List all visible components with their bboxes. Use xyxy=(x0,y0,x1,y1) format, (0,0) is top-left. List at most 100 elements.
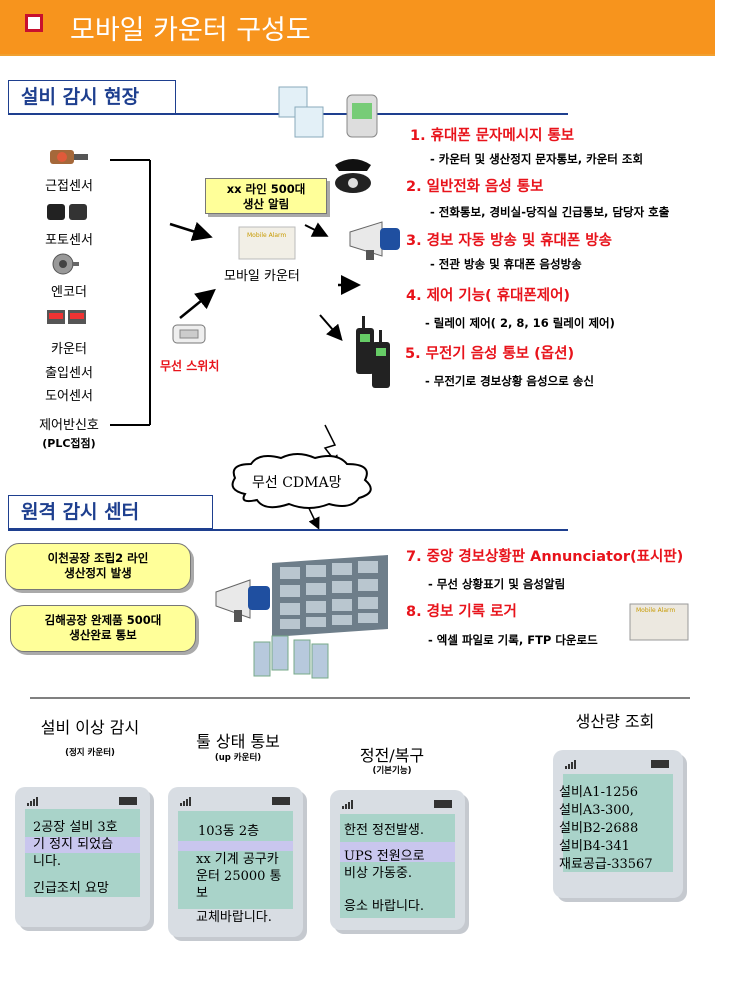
feature-desc: - 전관 방송 및 휴대폰 음성방송 xyxy=(430,257,582,271)
sensor-label: 포토센서 xyxy=(45,233,93,248)
screen-band xyxy=(25,853,140,897)
sensor-label: 카운터 xyxy=(51,342,87,357)
phone-screen: 설비A1-1256 설비A3-300, 설비B2-2688 설비B4-341 재… xyxy=(553,750,683,898)
screen-band xyxy=(340,814,455,842)
section-remote-line xyxy=(8,529,568,531)
logger-device-icon: Mobile Alarm xyxy=(629,603,689,641)
feature-desc: - 전화통보, 경비실-당직실 긴급통보, 담당자 호출 xyxy=(430,205,670,219)
annunciator-board-icon xyxy=(272,555,388,637)
sensor-label: (PLC접점) xyxy=(42,437,96,450)
signal-battery-icon xyxy=(342,800,452,809)
feature-title: 3. 경보 자동 방송 및 휴대폰 방송 xyxy=(406,233,612,249)
phone-caption: 생산량 조회 xyxy=(575,712,655,731)
bubble-line: 생산 알림 xyxy=(242,197,290,211)
svg-text:Mobile Alarm: Mobile Alarm xyxy=(636,607,675,614)
feature-desc: - 릴레이 제어( 2, 8, 16 릴레이 제어) xyxy=(425,316,615,330)
phone-caption-sub: (정지 카운터) xyxy=(65,748,115,758)
sensor-label: 제어반신호 xyxy=(39,418,99,433)
phone-screen: 한전 정전발생. UPS 전원으로 비상 가동중. 응소 바랍니다. xyxy=(330,790,465,930)
photo-sensor-icon xyxy=(47,204,87,220)
sensor-label: 출입센서 xyxy=(45,366,93,381)
phone-message-line: 2공장 설비 3호 xyxy=(33,820,118,835)
phone-message-line: 보 xyxy=(196,886,208,901)
signal-battery-icon xyxy=(27,797,137,806)
feature-title: 2. 일반전화 음성 통보 xyxy=(406,179,544,195)
bubble-line: 생산정지 발생 xyxy=(64,566,132,580)
sensor-label: 도어센서 xyxy=(45,389,93,404)
alert-bubble: 김해공장 완제품 500대 생산완료 통보 xyxy=(10,605,196,652)
section-field-header: 설비 감시 현장 xyxy=(8,80,176,114)
servers-icon xyxy=(253,635,329,679)
signal-battery-icon xyxy=(565,760,669,769)
loudspeaker-icon xyxy=(215,579,270,622)
phone-message-line: 교체바랍니다. xyxy=(196,910,272,925)
phone-message-line: 비상 가동중. xyxy=(344,866,413,881)
phone-message-line: 설비A1-1256 xyxy=(559,785,639,800)
bubble-line: 생산완료 통보 xyxy=(69,628,137,642)
phone-message-line: 운터 25000 통 xyxy=(196,869,282,884)
bubble-line: xx 라인 500대 xyxy=(226,182,306,196)
phone-caption: 설비 이상 감시 xyxy=(40,718,140,737)
counter-device-icon xyxy=(47,310,86,324)
mobile-counter-icon: Mobile Alarm xyxy=(238,226,296,260)
phone-message-line: 103동 2층 xyxy=(198,824,260,839)
proximity-sensor-icon xyxy=(50,150,88,164)
phone-message-line: xx 기계 공구카 xyxy=(196,852,279,867)
alert-bubble: xx 라인 500대 생산 알림 xyxy=(205,178,327,214)
phone-screen: 2공장 설비 3호 기 정지 되었습 니다. 긴급조치 요망 xyxy=(15,787,150,927)
screen-band xyxy=(178,811,293,841)
title-bar xyxy=(0,0,715,56)
screen-band xyxy=(340,842,455,862)
alert-bubble: 이천공장 조립2 라인 생산정지 발생 xyxy=(5,543,191,590)
sensor-label: 엔코더 xyxy=(51,285,87,300)
walkie-talkie-icon xyxy=(356,316,390,388)
section-remote-header: 원격 감시 센터 xyxy=(8,495,213,529)
screen-band xyxy=(178,851,293,909)
checkbox-icon xyxy=(25,14,43,32)
screen-band xyxy=(25,837,140,853)
phone-caption: 정전/복구 xyxy=(359,746,425,765)
encoder-icon xyxy=(52,253,79,275)
svg-text:Mobile Alarm: Mobile Alarm xyxy=(247,232,286,239)
wireless-switch-icon xyxy=(172,324,206,344)
screen-band xyxy=(563,774,673,872)
loudspeaker-icon xyxy=(349,221,400,260)
signal-battery-icon xyxy=(180,797,290,806)
phone-caption: 툴 상태 통보 xyxy=(196,732,280,751)
feature-desc: - 무전기로 경보상황 음성으로 송신 xyxy=(425,374,594,388)
feature-title: 1. 휴대폰 문자메시지 통보 xyxy=(410,128,575,144)
phone-message-line: 한전 정전발생. xyxy=(344,823,425,838)
feature-desc: - 무선 상황표기 및 음성알림 xyxy=(428,577,566,591)
phone-caption-sub: (기본기능) xyxy=(372,766,412,776)
feature-title: 5. 무전기 음성 통보 (옵션) xyxy=(405,346,575,362)
phone-message-line: 기 정지 되었습 xyxy=(33,837,114,852)
mobile-counter-label: 모바일 카운터 xyxy=(224,269,300,284)
phone-message-line: 설비A3-300, xyxy=(559,803,634,818)
phone-screen: 103동 2층 xx 기계 공구카 운터 25000 통 보 교체바랍니다. xyxy=(168,787,303,937)
screen-band xyxy=(178,841,293,851)
phone-message-line: 응소 바랍니다. xyxy=(344,899,425,914)
phone-message-line: 설비B4-341 xyxy=(559,839,630,854)
screen-band xyxy=(340,862,455,918)
sensor-label: 근접센서 xyxy=(45,179,93,194)
bubble-line: 김해공장 완제품 500대 xyxy=(44,613,162,627)
phone-message-line: UPS 전원으로 xyxy=(344,849,425,864)
page-title: 모바일 카운터 구성도 xyxy=(70,15,311,46)
phone-caption-sub: (up 카운터) xyxy=(214,753,262,763)
phone-message-line: 긴급조치 요망 xyxy=(33,881,109,896)
phone-message-line: 설비B2-2688 xyxy=(559,821,639,836)
bubble-line: 이천공장 조립2 라인 xyxy=(47,551,149,565)
wireless-switch-label: 무선 스위치 xyxy=(160,359,220,373)
sms-phones-icon xyxy=(278,86,378,138)
feature-title: 8. 경보 기록 로거 xyxy=(406,604,517,620)
feature-title: 4. 제어 기능( 휴대폰제어) xyxy=(406,288,571,304)
cdma-label: 무선 CDMA망 xyxy=(252,475,342,491)
feature-title: 7. 중앙 경보상황판 Annunciator(표시판) xyxy=(406,549,684,565)
phone-message-line: 니다. xyxy=(33,854,62,869)
telephone-icon xyxy=(335,159,371,193)
cdma-cloud-icon xyxy=(231,453,372,509)
phone-message-line: 재료공급-33567 xyxy=(559,857,653,872)
feature-desc: - 엑셀 파일로 기록, FTP 다운로드 xyxy=(428,633,598,647)
feature-desc: - 카운터 및 생산정지 문자통보, 카운터 조회 xyxy=(430,152,644,166)
